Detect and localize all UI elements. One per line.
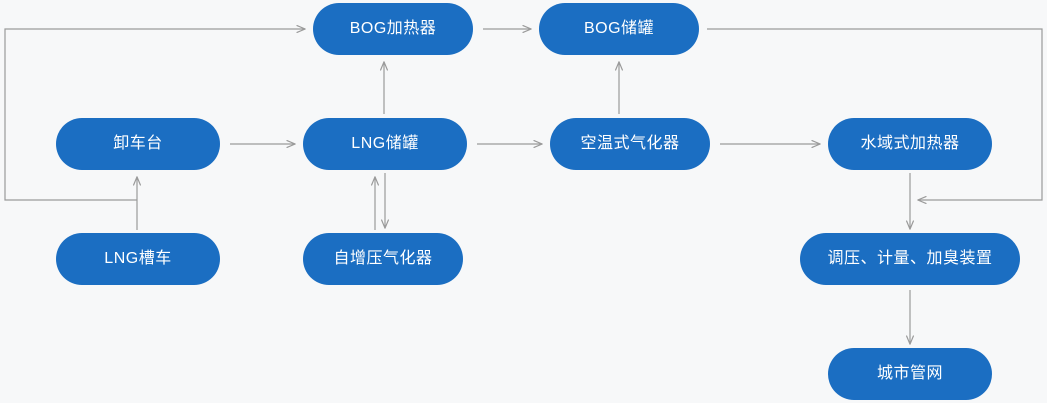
node-label: LNG储罐 <box>351 135 419 152</box>
edge-left-return-loop-to-bog-heater <box>4 25 306 201</box>
node-water-bath-heater[interactable]: 水域式加热器 <box>828 118 992 170</box>
node-label: BOG加热器 <box>349 20 437 37</box>
node-label: 水域式加热器 <box>860 135 960 152</box>
node-label: 卸车台 <box>113 135 163 152</box>
node-regulating-metering-odorizing[interactable]: 调压、计量、加臭装置 <box>800 233 1020 285</box>
node-self-pressurizing-vaporizer[interactable]: 自增压气化器 <box>303 233 463 285</box>
node-lng-tanker[interactable]: LNG槽车 <box>56 233 220 285</box>
node-bog-heater[interactable]: BOG加热器 <box>313 3 473 55</box>
node-bog-tank[interactable]: BOG储罐 <box>539 3 699 55</box>
node-unloading-dock[interactable]: 卸车台 <box>56 118 220 170</box>
node-city-pipeline[interactable]: 城市管网 <box>828 348 992 400</box>
edge-bog-tank-right-return-loop <box>707 28 1043 204</box>
node-label: 自增压气化器 <box>333 250 433 267</box>
node-label: 调压、计量、加臭装置 <box>827 250 993 267</box>
node-label: 空温式气化器 <box>580 135 680 152</box>
node-label: 城市管网 <box>876 365 943 382</box>
node-label: BOG储罐 <box>583 20 655 37</box>
node-ambient-vaporizer[interactable]: 空温式气化器 <box>550 118 710 170</box>
node-lng-tank[interactable]: LNG储罐 <box>303 118 467 170</box>
node-label: LNG槽车 <box>104 250 172 267</box>
